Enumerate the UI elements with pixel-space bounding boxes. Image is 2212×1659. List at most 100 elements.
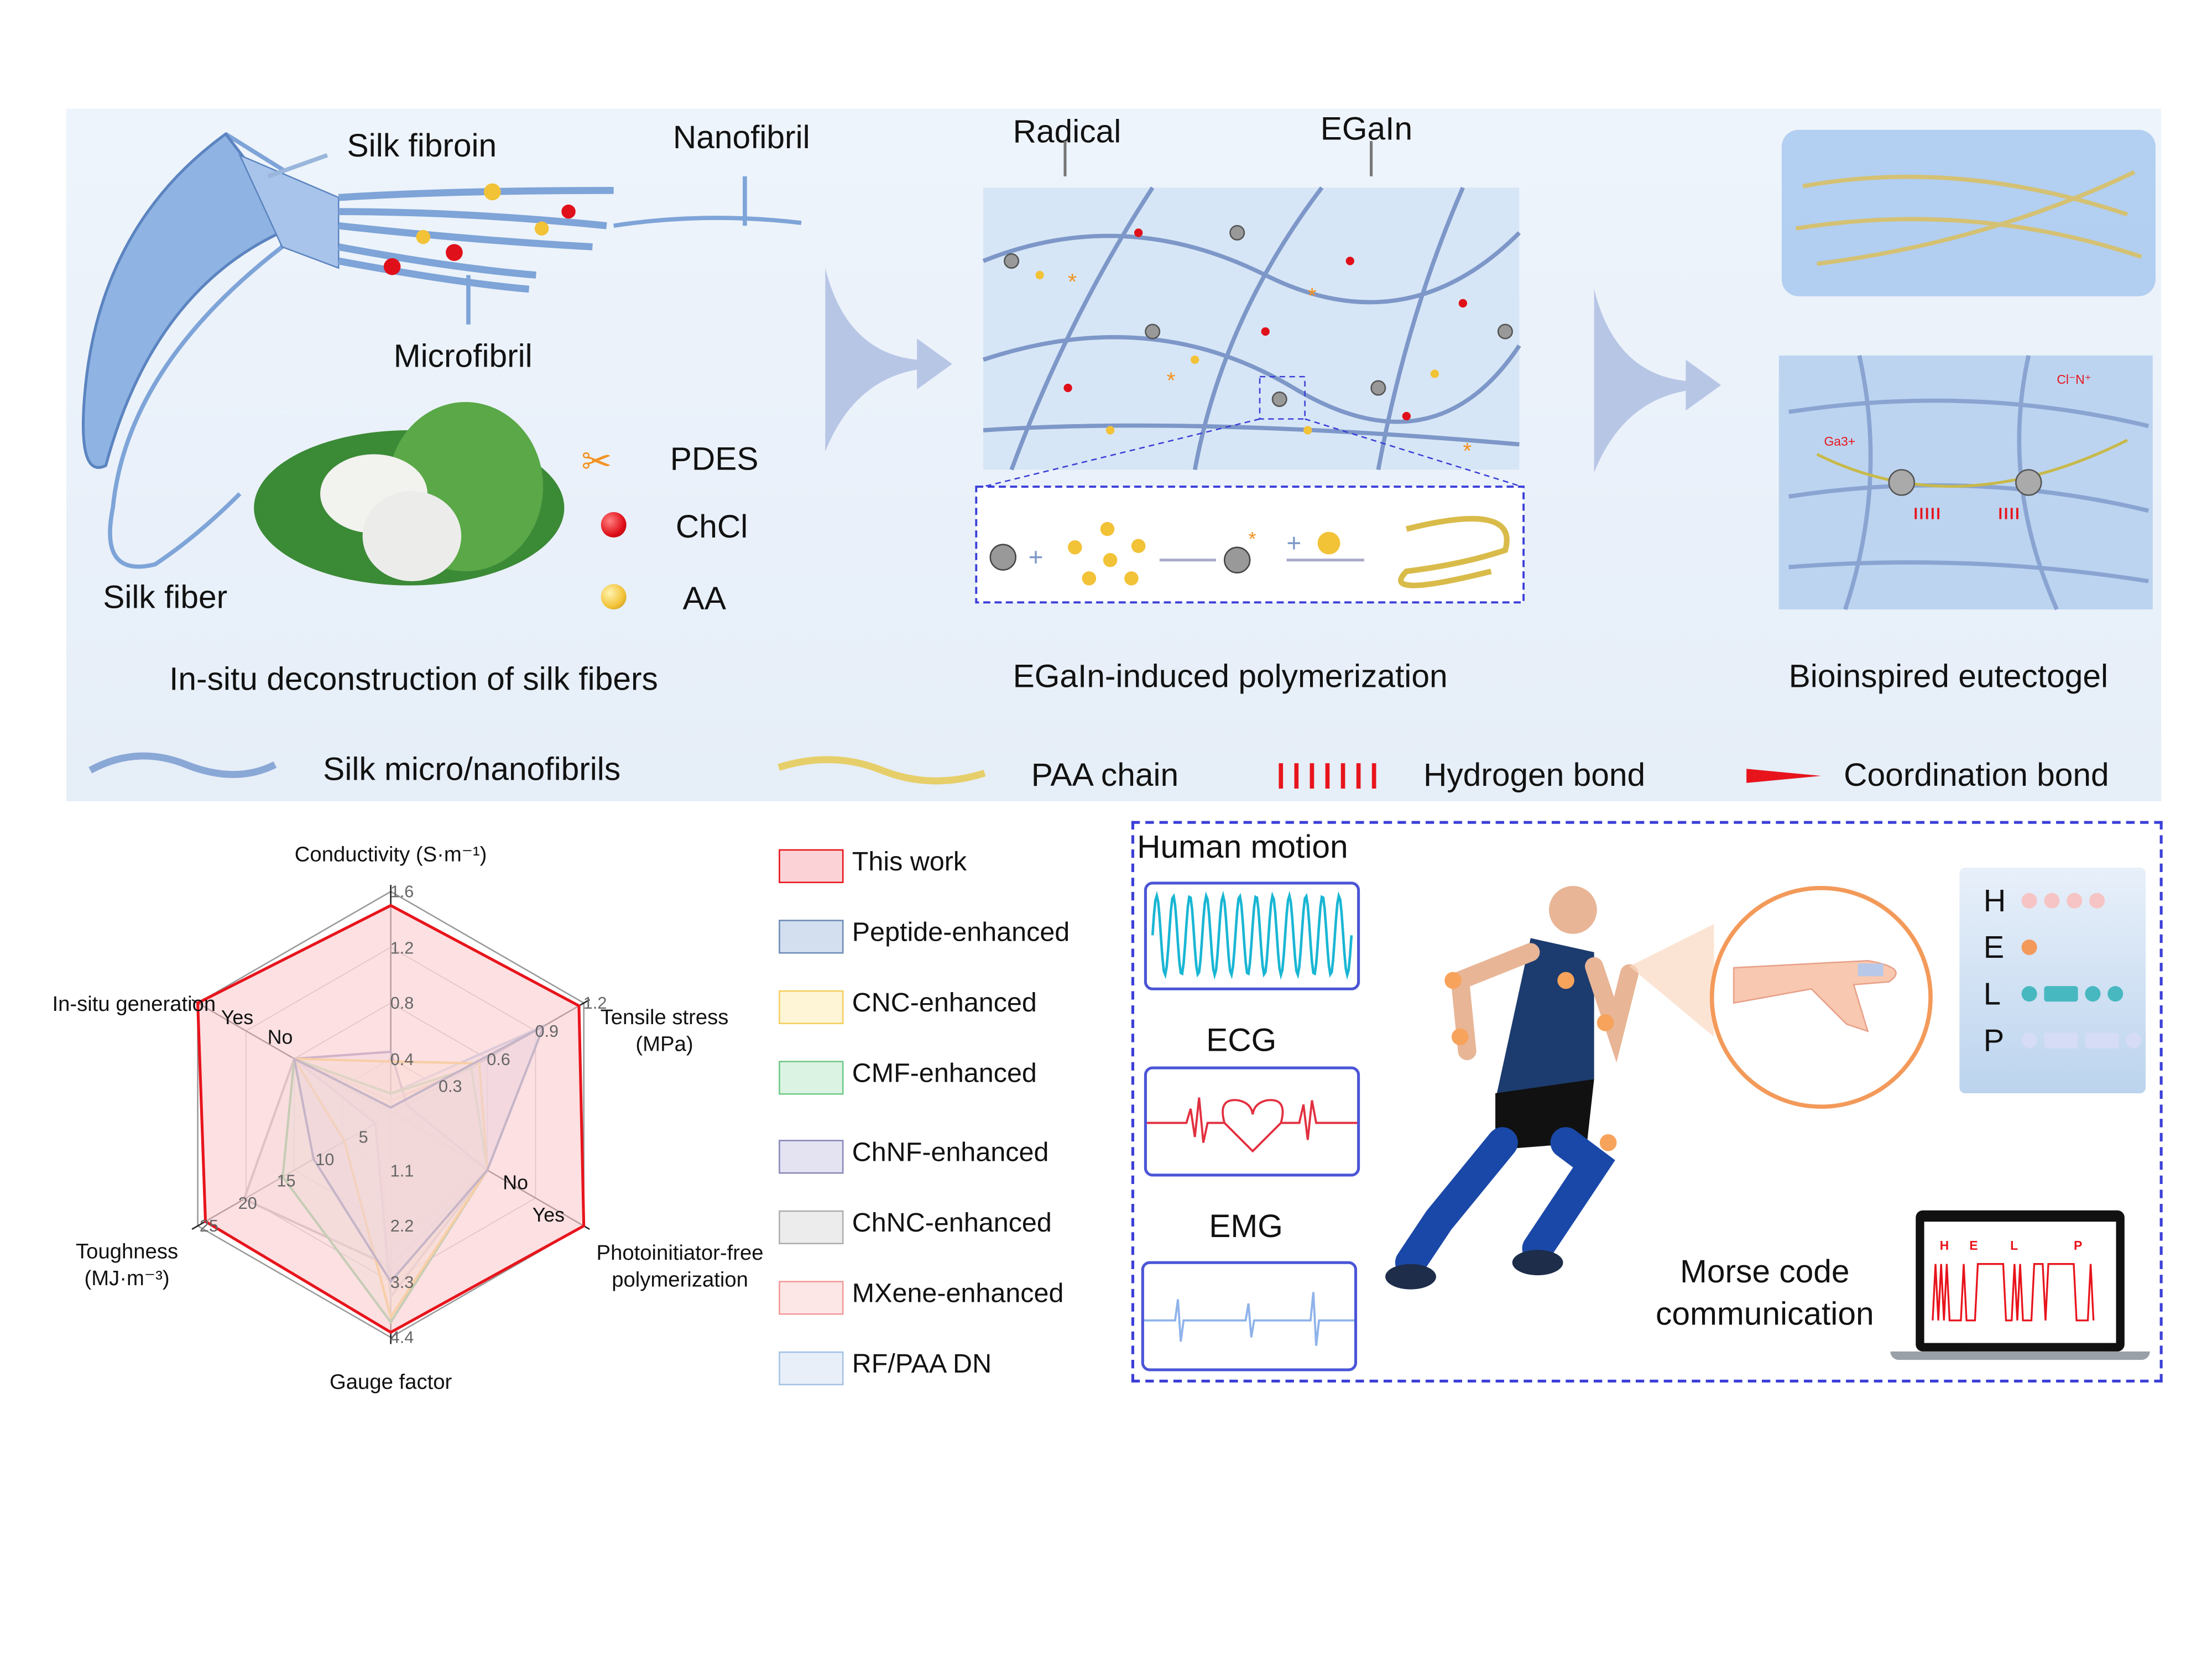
axis-title-4: Toughness (MJ·m⁻³): [76, 1240, 179, 1291]
morse-dash: [2044, 1032, 2078, 1048]
legend-swatch: [779, 1140, 844, 1174]
category-label: Yes: [532, 1203, 565, 1226]
svg-text:+: +: [1287, 528, 1302, 557]
human-motion-signal: [1144, 881, 1360, 990]
axis-title-0: Conductivity (S·m⁻¹): [294, 843, 487, 867]
microfibril-label: Microfibril: [393, 337, 533, 374]
svg-text:+: +: [1029, 542, 1044, 571]
silk-fibril-icon: [88, 752, 277, 778]
svg-text:*: *: [1167, 368, 1176, 393]
axis-title-3: Gauge factor: [330, 1370, 452, 1395]
morse-letter: E: [1983, 930, 2005, 965]
laptop-morse-letter: E: [1969, 1238, 1978, 1253]
nanofibril-label: Nanofibril: [672, 118, 810, 155]
axis-title-1: Tensile stress (MPa): [600, 1005, 729, 1057]
axis-title-2: Photoinitiator-free polymerization: [596, 1241, 764, 1292]
laptop-morse-letter: P: [2073, 1238, 2083, 1253]
emg-signal: [1141, 1261, 1358, 1371]
legend-label: CMF-enhanced: [852, 1059, 1037, 1089]
tick-label: 1.6: [390, 881, 414, 902]
arrow-icon: [825, 268, 952, 452]
tick-label: 25: [199, 1215, 218, 1236]
morse-letter: H: [1983, 883, 2006, 919]
morse-letter: L: [1983, 976, 2001, 1012]
tick-label: 0.8: [390, 993, 414, 1013]
category-label: No: [503, 1170, 528, 1193]
polymer-network-illustration: * * * * + * +: [975, 141, 1525, 604]
legend-swatch: [779, 849, 844, 883]
svg-text:*: *: [1308, 283, 1317, 308]
legend-chcl: ChCl: [675, 508, 748, 545]
radical-label: Radical: [1013, 113, 1121, 150]
morse-dot: [2021, 986, 2037, 1002]
tick-label: 0.6: [487, 1048, 510, 1069]
svg-text:*: *: [1068, 269, 1077, 294]
legend-swatch: [779, 920, 844, 954]
runner-illustration: [1385, 886, 1714, 1290]
legend-label: Peptide-enhanced: [852, 918, 1070, 948]
polymerization-caption: EGaIn-induced polymerization: [1013, 657, 1448, 695]
morse-dot: [2089, 893, 2105, 909]
tick-label: 4.4: [390, 1327, 414, 1348]
tick-label: 0.9: [535, 1021, 559, 1041]
axis-title-5: In-situ generation: [52, 992, 216, 1016]
egain-label: EGaIn: [1320, 109, 1413, 147]
scissors-icon: ✂: [581, 440, 612, 483]
laptop-morse-letter: H: [1939, 1238, 1949, 1253]
ecg-label: ECG: [1206, 1021, 1277, 1058]
morse-dash: [2085, 1032, 2119, 1048]
tick-label: 3.3: [390, 1271, 414, 1292]
legend-label: This work: [852, 848, 967, 878]
category-label: Yes: [221, 1005, 254, 1029]
legend-label: ChNC-enhanced: [852, 1209, 1052, 1239]
legend-swatch: [779, 1351, 844, 1386]
yellow-sphere-icon: [601, 584, 627, 610]
tick-label: 2.2: [390, 1215, 414, 1236]
legend-swatch: [779, 1061, 844, 1095]
series-this-work: [196, 904, 586, 1334]
morse-dot: [2021, 893, 2037, 909]
category-label: No: [267, 1025, 293, 1048]
arrow-icon: [1594, 289, 1721, 473]
legend-label: ChNF-enhanced: [852, 1138, 1049, 1168]
morse-dot: [2021, 1032, 2037, 1048]
morse-letter: P: [1983, 1022, 2005, 1058]
svg-text:*: *: [1249, 528, 1256, 550]
eutectogel-illustration: Ga3+ Cl⁻N⁺: [1778, 129, 2156, 611]
morse-caption: Morse code communication: [1655, 1253, 1874, 1332]
silk-fiber-label: Silk fiber: [103, 578, 228, 615]
silk-caption: In-situ deconstruction of silk fibers: [169, 660, 658, 697]
legend-label: RF/PAA DN: [852, 1350, 992, 1380]
tick-label: 1.2: [390, 937, 414, 957]
laptop-icon: [1890, 1210, 2150, 1360]
legend-silk-fibrils: Silk micro/nanofibrils: [323, 750, 621, 787]
human-motion-label: Human motion: [1137, 828, 1348, 865]
legend-coordination-bond: Coordination bond: [1844, 756, 2109, 793]
morse-dot: [2021, 939, 2037, 956]
legend-label: CNC-enhanced: [852, 989, 1037, 1019]
ecg-signal: [1144, 1066, 1360, 1177]
paa-chain-icon: [778, 756, 986, 785]
legend-label: MXene-enhanced: [852, 1279, 1064, 1310]
silk-fibroin-label: Silk fibroin: [347, 127, 497, 164]
legend-swatch: [779, 1210, 844, 1244]
svg-text:*: *: [1463, 438, 1472, 463]
finger-sensor-inset: [1709, 886, 1933, 1109]
tick-label: 1.1: [390, 1160, 414, 1180]
hydrogen-bond-icon: [1279, 763, 1376, 789]
tick-label: 5: [358, 1126, 368, 1147]
morse-dash: [2044, 986, 2078, 1002]
laptop-morse-letter: L: [2010, 1238, 2018, 1253]
morse-dot: [2107, 986, 2124, 1002]
silk-fiber-illustration: [81, 132, 802, 586]
emg-label: EMG: [1209, 1207, 1283, 1244]
red-sphere-icon: [601, 512, 627, 538]
cl-label: Cl⁻N⁺: [2057, 372, 2091, 387]
legend-pdes: PDES: [670, 440, 759, 477]
coordination-bond-icon: [1746, 769, 1822, 783]
legend-aa: AA: [682, 580, 726, 617]
tick-label: 1.2: [583, 993, 607, 1013]
legend-swatch: [779, 1281, 844, 1315]
morse-dot: [2044, 893, 2060, 909]
ga-label: Ga3+: [1824, 434, 1855, 448]
